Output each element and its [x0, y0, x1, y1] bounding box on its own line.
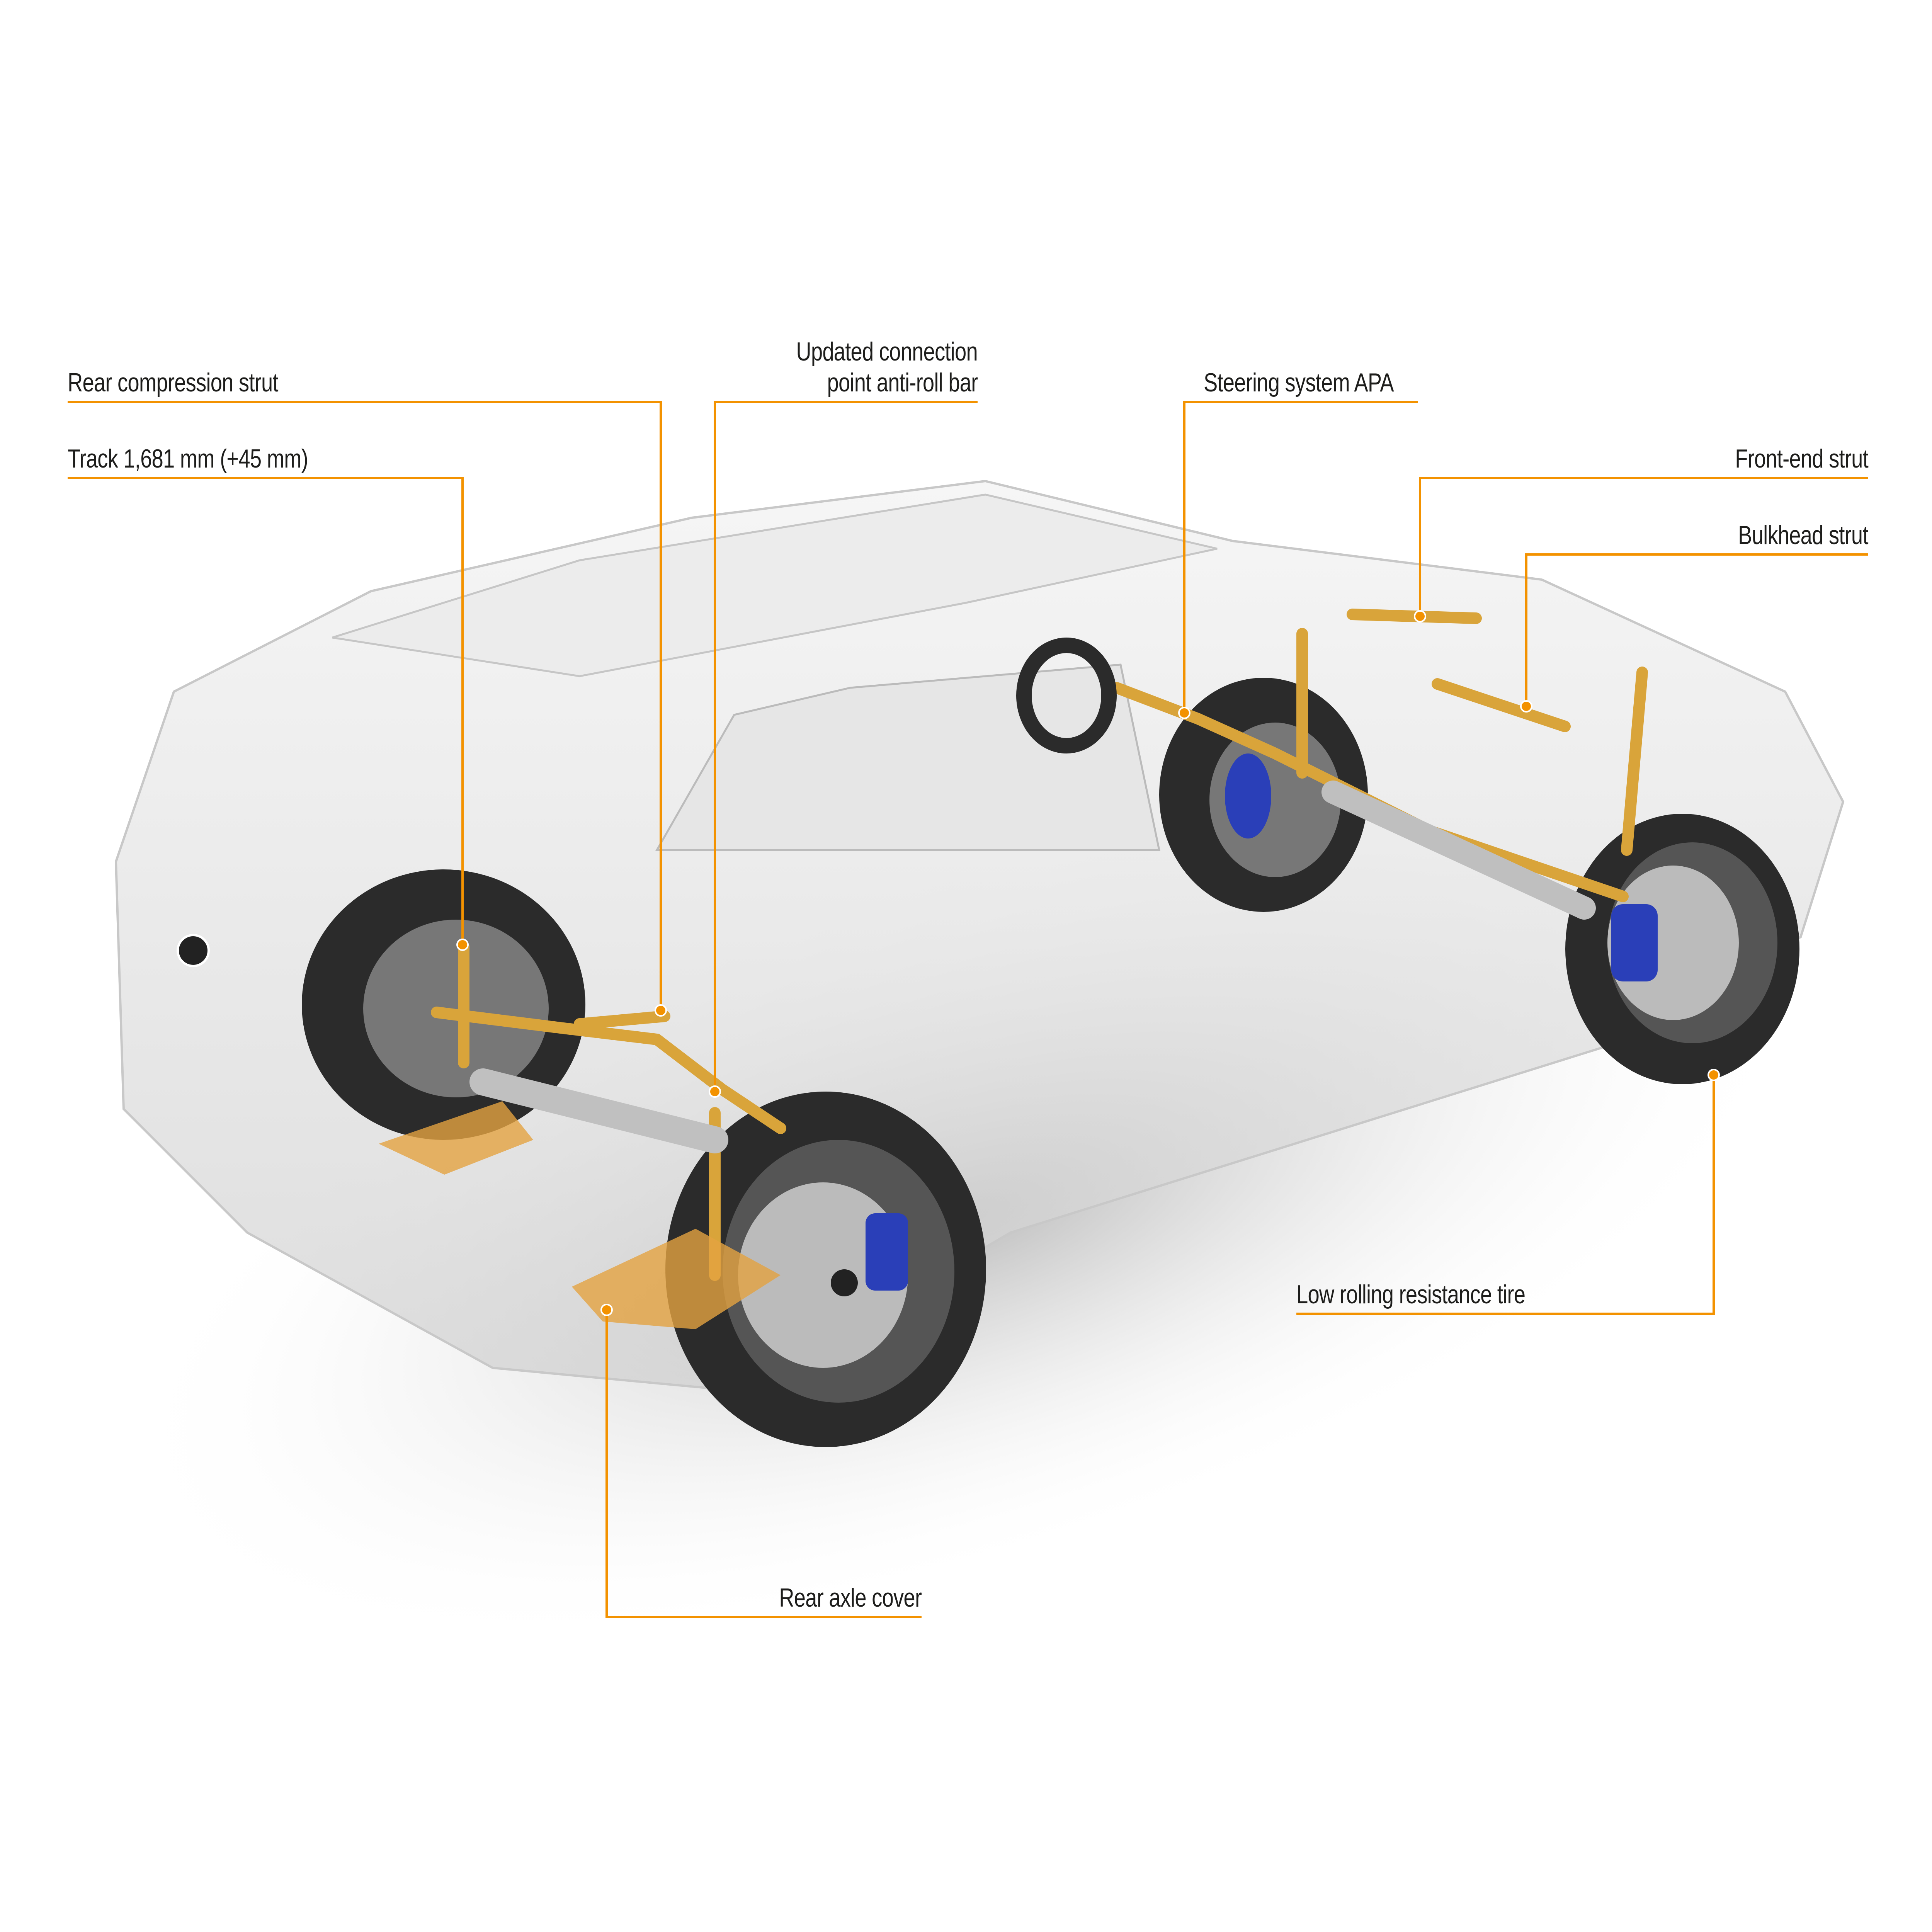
label-track: Track 1,681 mm (+45 mm) — [68, 444, 308, 473]
car-roof — [332, 493, 1218, 677]
label-anti-roll-bar-line2: point anti-roll bar — [827, 368, 978, 397]
callout-line-anti-roll-bar — [714, 401, 978, 1092]
steering-wheel — [1016, 638, 1117, 753]
label-rear-compression-strut: Rear compression strut — [68, 368, 279, 397]
suspension-parts — [431, 609, 1648, 1281]
label-bulkhead-strut: Bulkhead strut — [1738, 520, 1868, 550]
label-front-end-strut: Front-end strut — [1735, 444, 1869, 473]
callout-line-rear-axle-cover — [605, 1310, 922, 1618]
callout-dots — [456, 610, 1720, 1316]
rear-left-wheel — [302, 869, 585, 1140]
label-rear-axle-cover: Rear axle cover — [779, 1583, 922, 1612]
callout-line-rear-compression-strut — [68, 401, 662, 1010]
rear-right-wheel — [665, 1092, 986, 1447]
callout-line-front-end-strut — [1419, 477, 1868, 616]
bmw-logo — [177, 934, 210, 967]
callout-line-track — [68, 477, 464, 945]
label-steering-system: Steering system APA — [1204, 368, 1394, 397]
label-tire: Low rolling resistance tire — [1296, 1280, 1526, 1309]
label-anti-roll-bar-line1: Updated connection — [796, 337, 978, 366]
callout-line-bulkhead-strut — [1525, 553, 1868, 706]
front-right-wheel — [1565, 814, 1799, 1084]
car-body — [114, 480, 1845, 1393]
callout-lines — [68, 401, 1868, 1618]
rear-axle-cover-shape — [379, 1101, 781, 1329]
callout-line-steering — [1183, 401, 1418, 713]
callout-line-tire — [1296, 1075, 1715, 1315]
